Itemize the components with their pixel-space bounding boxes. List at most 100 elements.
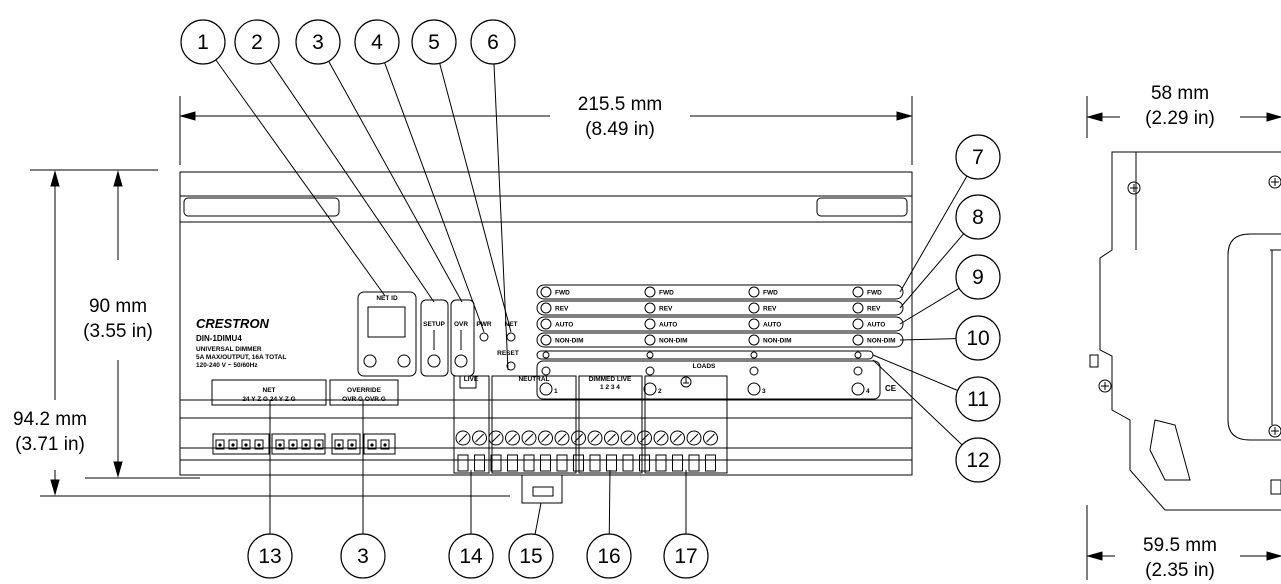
callout-circle	[955, 437, 1001, 483]
callout-number: 6	[487, 31, 499, 54]
connector-pin	[347, 439, 357, 450]
side-top-in: (2.29 in)	[1145, 108, 1215, 129]
load-button	[851, 382, 865, 396]
callout-number: 9	[972, 266, 984, 289]
callout-number: 4	[371, 31, 383, 54]
connector-pin-dot	[257, 443, 261, 447]
load-number: 1	[554, 388, 558, 395]
connector-pin-dot	[304, 443, 308, 447]
connector-pin-dot	[317, 443, 321, 447]
callout-number: 10	[966, 327, 989, 350]
callout-leader	[608, 469, 611, 535]
terminal-socket	[457, 454, 469, 472]
terminal-socket	[556, 454, 568, 472]
callout-number: 11	[967, 388, 989, 411]
desc-line-1: UNIVERSAL DIMMER	[196, 346, 262, 353]
callout-number: 17	[674, 545, 697, 568]
side-view	[1089, 151, 1281, 511]
callout-leader	[215, 59, 386, 297]
terminal-screw-slot	[508, 433, 517, 443]
net-terminal-label: NET	[263, 387, 276, 394]
load-led	[853, 366, 863, 376]
status-led	[644, 318, 656, 330]
overall-in: (3.71 in)	[15, 434, 85, 455]
load-indicator	[854, 351, 862, 359]
neutral-label: NEUTRAL	[518, 376, 549, 383]
terminal-screw	[571, 430, 586, 446]
status-led	[748, 318, 760, 330]
callout-leader	[534, 502, 542, 535]
setup-label: SETUP	[423, 321, 445, 328]
callout-circle	[247, 533, 293, 579]
desc-line-2: 5A MAX/OUTPUT, 16A TOTAL	[196, 354, 286, 361]
callout-circle	[411, 19, 457, 65]
callout-circle	[234, 19, 280, 65]
status-led	[852, 334, 864, 346]
status-led	[852, 302, 864, 314]
terminal-screw-slot	[458, 433, 468, 443]
callout-circle	[354, 19, 400, 65]
load-number: 4	[866, 388, 870, 395]
top-slot-left	[183, 197, 340, 217]
terminal-socket	[507, 454, 518, 472]
load-led	[645, 366, 655, 376]
callout-number: 2	[251, 31, 263, 54]
connector-pin	[301, 439, 311, 450]
terminal-screw-slot	[623, 433, 633, 443]
terminal-screw-slot	[673, 433, 682, 443]
connector-pin	[215, 439, 225, 450]
status-led	[852, 318, 864, 330]
callout-circle	[955, 315, 1001, 361]
status-label: AUTO	[659, 322, 677, 329]
callout-leader	[899, 338, 957, 341]
terminal-socket	[474, 454, 485, 472]
callout-circle	[663, 533, 709, 579]
callout-leader	[872, 359, 963, 446]
status-led	[748, 286, 760, 298]
status-label: NON-DIM	[555, 338, 584, 345]
terminal-socket	[540, 454, 551, 472]
status-label: AUTO	[555, 322, 573, 329]
connector-pin	[367, 439, 377, 450]
status-label: AUTO	[763, 322, 781, 329]
status-label: NON-DIM	[763, 338, 792, 345]
callout-leader	[384, 62, 485, 333]
connector-pin-dot	[370, 443, 374, 447]
terminal-screw	[604, 430, 619, 446]
net-id-panel	[357, 291, 516, 389]
callout-number: 7	[972, 146, 984, 169]
terminal-screw-slot	[541, 433, 550, 443]
terminal-screw-slot	[491, 433, 501, 443]
connector-pin-dot	[350, 443, 354, 447]
terminal-screw	[653, 430, 669, 446]
callout-circle	[955, 254, 1001, 300]
loads-label: LOADS	[693, 363, 716, 370]
callout-leader	[439, 63, 512, 333]
status-led	[540, 286, 552, 298]
terminal-screw	[587, 430, 603, 446]
status-led	[540, 334, 552, 346]
callout-number: 15	[519, 545, 542, 568]
width-mm: 215.5 mm	[578, 94, 662, 115]
connector-pin	[380, 439, 390, 450]
terminal-socket	[688, 454, 700, 472]
terminal-screw-slot	[640, 433, 649, 443]
load-indicator	[750, 351, 758, 359]
terminal-screw-slot	[607, 433, 616, 443]
connector-pin	[241, 439, 251, 450]
callout-circle	[586, 533, 632, 579]
connector-pin-dot	[278, 443, 282, 447]
terminal-socket	[606, 454, 617, 472]
connector-pin-dot	[291, 443, 295, 447]
load-led	[749, 366, 759, 376]
dimmed-pins-label: 1 2 3 4	[600, 384, 620, 391]
callout-circle	[470, 19, 516, 65]
terminal-screw-slot	[574, 433, 583, 443]
callout-number: 12	[966, 449, 989, 472]
connector-pin-dot	[337, 443, 341, 447]
connector-pin	[288, 439, 298, 450]
ce-mark: CE	[885, 384, 897, 393]
status-label: REV	[555, 306, 569, 313]
